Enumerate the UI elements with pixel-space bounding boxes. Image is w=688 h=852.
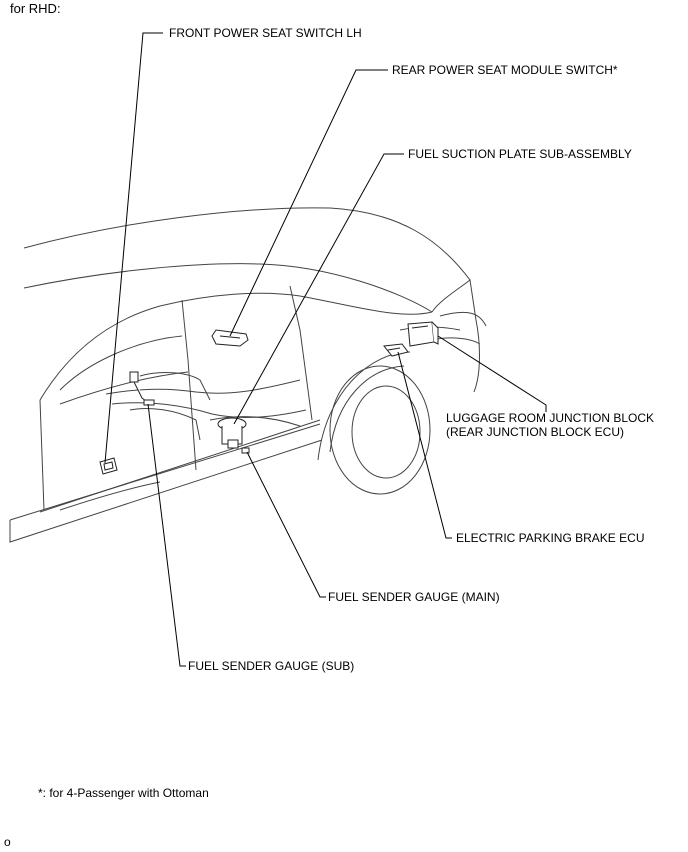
label-rear-junction-block-ecu: (REAR JUNCTION BLOCK ECU) <box>446 425 625 439</box>
leader-rear-power-seat-module-switch <box>229 69 388 337</box>
fuel-sender-gauge-main-part <box>241 447 250 454</box>
fuel-sender-gauge-sub-part <box>129 371 155 406</box>
car-body-outline <box>9 207 487 543</box>
leader-lines <box>104 32 547 667</box>
label-fuel-sender-gauge-main: FUEL SENDER GAUGE (MAIN) <box>328 590 500 604</box>
label-luggage-room-junction-block: LUGGAGE ROOM JUNCTION BLOCK <box>446 411 655 425</box>
leader-fuel-sender-gauge-main <box>246 451 326 598</box>
diagram-header: for RHD: <box>10 1 61 16</box>
leader-front-power-seat-switch <box>104 32 163 464</box>
page-mark: o <box>4 835 11 849</box>
label-fuel-suction-plate: FUEL SUCTION PLATE SUB-ASSEMBLY <box>408 147 632 161</box>
fuel-suction-plate-part <box>217 417 247 449</box>
rear-power-seat-module-switch-part <box>211 329 249 347</box>
leader-fuel-sender-gauge-sub <box>147 403 186 667</box>
front-power-seat-switch-lh-part <box>99 457 118 475</box>
label-front-power-seat-switch-lh: FRONT POWER SEAT SWITCH LH <box>169 26 362 40</box>
footnote: *: for 4-Passenger with Ottoman <box>38 786 209 800</box>
luggage-room-junction-block-part <box>407 321 439 347</box>
label-fuel-sender-gauge-sub: FUEL SENDER GAUGE (SUB) <box>188 659 355 673</box>
label-electric-parking-brake-ecu: ELECTRIC PARKING BRAKE ECU <box>456 531 645 545</box>
leader-electric-parking-brake-ecu <box>397 351 452 539</box>
leader-fuel-suction-plate <box>233 153 404 425</box>
leader-luggage-room-junction-block <box>437 335 547 412</box>
electric-parking-brake-ecu-part <box>383 343 409 357</box>
label-rear-power-seat-module-switch: REAR POWER SEAT MODULE SWITCH* <box>392 63 618 77</box>
